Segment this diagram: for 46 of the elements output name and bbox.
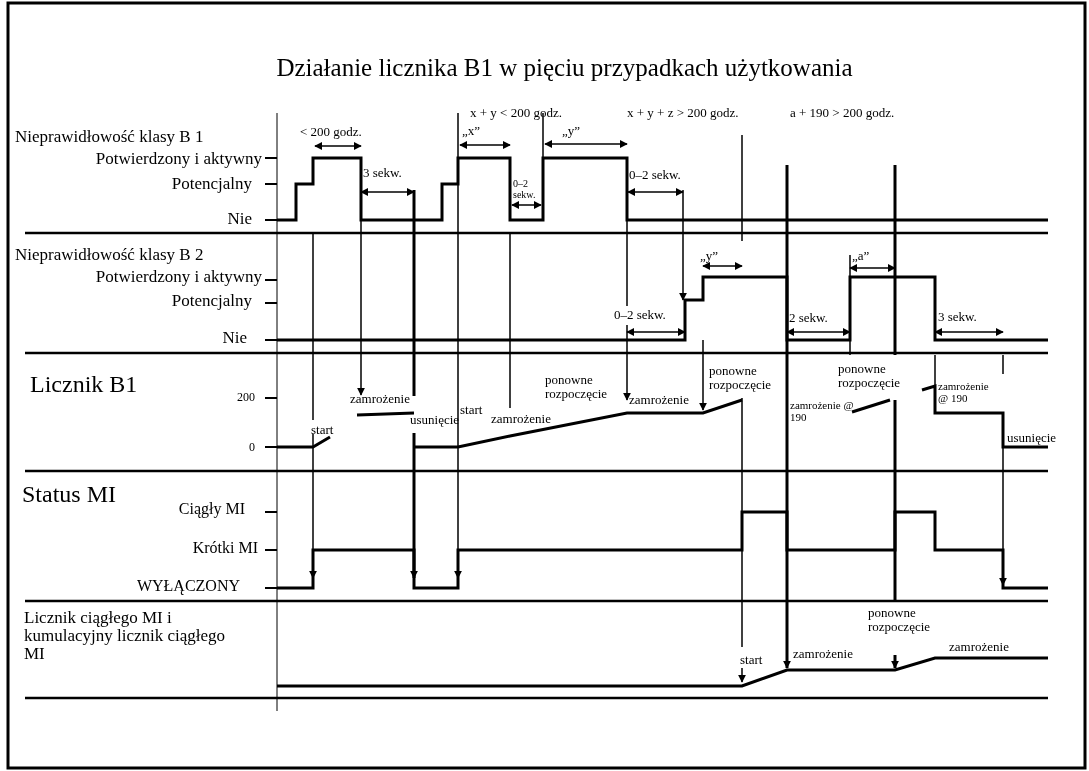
dimension-label: x + y + z > 200 godz. xyxy=(627,106,739,120)
dimension-label: 0–2 sekw. xyxy=(614,308,666,322)
level-label: Krótki MI xyxy=(191,540,258,557)
dimension-label: 2 sekw. xyxy=(789,311,828,325)
row-title: Licznik B1 xyxy=(30,372,138,398)
event-label: zamrożenie @ 190 xyxy=(938,381,990,405)
dimension-label: x + y < 200 godz. xyxy=(470,106,562,120)
dimension-label: 0–2 sekw. xyxy=(513,179,537,200)
event-label: usunięcie xyxy=(1007,431,1057,445)
event-label: zamrożenie xyxy=(629,393,689,407)
event-label: start xyxy=(460,403,483,417)
dimension-label: < 200 godz. xyxy=(300,125,362,139)
level-label: Nie xyxy=(226,210,252,228)
event-label: zamrożenie xyxy=(491,412,551,426)
level-label: Potwierdzony i aktywny xyxy=(94,150,262,168)
level-label: Nie xyxy=(221,329,247,347)
event-label: zamrożenie @ 190 xyxy=(790,400,855,424)
event-label: start xyxy=(311,423,334,437)
row-title: Nieprawidłowość klasy B 2 xyxy=(15,246,204,264)
dimension-label: „a” xyxy=(852,249,870,263)
dimension-label: a + 190 > 200 godz. xyxy=(790,106,895,120)
event-label: ponowne rozpoczęcie xyxy=(709,364,773,392)
dimension-label: 3 sekw. xyxy=(363,166,402,180)
dimension-label: „y” xyxy=(700,249,719,263)
level-label: WYŁĄCZONY xyxy=(135,578,240,595)
event-label: start xyxy=(740,653,763,667)
dimension-label: „x” xyxy=(462,124,481,138)
row-title: Status MI xyxy=(22,482,116,508)
event-label: zamrożenie xyxy=(949,640,1009,654)
row-title: Licznik ciągłego MI i kumulacyjny licznik ciągłego MI xyxy=(24,609,227,663)
dimension-label: „y” xyxy=(562,124,581,138)
axis-value: 0 xyxy=(248,441,255,454)
row-title: Nieprawidłowość klasy B 1 xyxy=(15,128,204,146)
event-label: zamrożenie xyxy=(793,647,853,661)
event-label: zamrożenie xyxy=(350,392,410,406)
axis-value: 200 xyxy=(236,391,255,404)
level-label: Ciągły MI xyxy=(177,501,245,518)
event-label: ponowne rozpoczęcie xyxy=(838,362,902,390)
event-label: ponowne rozpoczęcie xyxy=(545,373,609,401)
dimension-label: 0–2 sekw. xyxy=(629,168,681,182)
level-label: Potwierdzony i aktywny xyxy=(94,268,262,286)
event-label: ponowne rozpoczęcie xyxy=(868,606,932,634)
dimension-label: 3 sekw. xyxy=(938,310,977,324)
level-label: Potencjalny xyxy=(170,292,252,310)
diagram-title: Działanie licznika B1 w pięciu przypadkach użytkowania xyxy=(275,55,854,82)
level-label: Potencjalny xyxy=(170,175,252,193)
